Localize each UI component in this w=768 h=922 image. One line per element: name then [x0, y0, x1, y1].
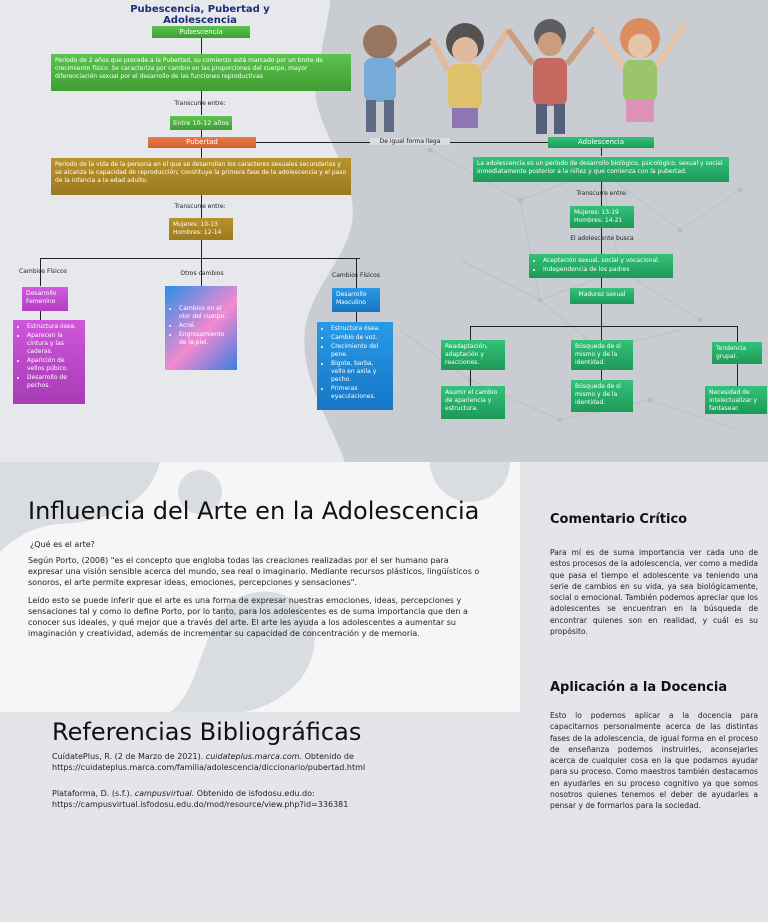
otros-item: Acné. [179, 322, 233, 330]
branch-3-top: Tendencia grupal. [712, 342, 762, 364]
goal-item: Aceptación sexual, social y vocacional. [543, 257, 669, 265]
adolescencia-age-women: Mujeres: 13-19 [574, 209, 619, 216]
pubescencia-age: Entre 10-12 años [170, 116, 232, 130]
branch-2-top: Búsqueda de sí mismo y de la identidad. [571, 340, 633, 370]
branch-2-bottom: Búsqueda de sí mismo y de la identidad. [571, 380, 633, 412]
referencia-2: Plataforma, D. (s.f.). campusvirtual. Ob… [52, 788, 472, 810]
femenino-item: Aparición de vellos púbico. [27, 357, 81, 373]
adolescencia-label: Adolescencia [548, 137, 654, 148]
branch-1-top: Readaptación, adaptación y reacciones. [441, 340, 505, 370]
referencia-1-author: CuídatePlus, R. (2 de Marzo de 2021). [52, 752, 206, 761]
pubertad-ages: Mujeres: 10-13 Hombres: 12-14 [169, 218, 233, 240]
femenino-item: Estructura ósea. [27, 323, 81, 331]
femenino-item: Aparecen la cintura y las caderas. [27, 332, 81, 356]
influencia-paragraph-1: Según Porto, (2008) "es el concepto que … [28, 556, 480, 587]
masculino-item: Primeras eyaculaciones. [331, 385, 389, 401]
referencia-2-author: Plataforma, D. (s.f.). [52, 789, 135, 798]
otros-item: Cambios en el olor del cuerpo. [179, 305, 233, 321]
connector-label: De igual forma llega [370, 138, 450, 145]
influencia-title: Influencia del Arte en la Adolescencia [28, 497, 480, 525]
mindmap-title: Pubescencia, Pubertad y Adolescencia [130, 4, 270, 26]
masculino-list: Estructura ósea.Cambio de voz.Crecimient… [317, 322, 393, 410]
referencia-1-site: cuidateplus.marca.com [205, 752, 300, 761]
femenino-title: Desarrollo Femenino [22, 287, 68, 311]
pubescencia-description: Período de 2 años que precede a la Puber… [51, 54, 351, 91]
adolescencia-age-men: Hombres: 14-21 [574, 217, 623, 224]
adolescencia-busca: El adolescente busca [570, 235, 634, 242]
femenino-item: Desarrollo de pechos. [27, 374, 81, 390]
comentario-text: Para mí es de suma importancia ver cada … [550, 548, 758, 637]
masculino-item: Estructura ósea. [331, 325, 389, 333]
referencia-1: CuídatePlus, R. (2 de Marzo de 2021). cu… [52, 751, 472, 773]
masculino-item: Bigote, barba, vello en axila y pecho. [331, 360, 389, 384]
adolescencia-ages: Mujeres: 13-19 Hombres: 14-21 [570, 206, 634, 228]
referencia-1-link[interactable]: . Obtenido de https://cuidateplus.marca.… [52, 752, 366, 772]
influencia-background [0, 462, 520, 712]
branch-3-bottom: Necesidad de intelectualizar y fantasear… [705, 386, 767, 414]
masculino-item: Cambio de voz. [331, 334, 389, 342]
pubertad-age-men: Hombres: 12-14 [173, 229, 222, 236]
branch-1-bottom: Asumir el cambio de apariencia y estruct… [441, 386, 505, 419]
femenino-list: Estructura ósea.Aparecen la cintura y la… [13, 320, 85, 404]
referencias-title: Referencias Bibliográficas [52, 718, 362, 746]
side-panel [520, 462, 768, 922]
pubertad-transcurre: Transcurre entre: [174, 203, 226, 210]
masculino-header: Cambios Físicos [332, 272, 380, 279]
referencias-panel [0, 712, 520, 922]
adolescencia-transcurre: Transcurre entre: [576, 190, 628, 197]
comentario-heading: Comentario Crítico [550, 512, 688, 527]
aplicacion-heading: Aplicación a la Docencia [550, 680, 728, 695]
influencia-question: ¿Qué es el arte? [30, 540, 95, 549]
referencia-2-site: campusvirtual. [134, 789, 195, 798]
otros-list: Cambios en el olor del cuerpo.Acné.Engro… [165, 286, 237, 370]
comentario-title: Comentario Crítico [550, 512, 750, 527]
madurez-sexual: Madurez sexual [570, 288, 634, 304]
adolescencia-description: La adolescencia es un período de desarro… [473, 157, 729, 182]
goal-item: Independencia de los padres [543, 266, 669, 274]
pubertad-age-women: Mujeres: 10-13 [173, 221, 218, 228]
pubescencia-transcurre: Transcurre entre: [174, 100, 226, 107]
aplicacion-text: Esto lo podemos aplicar a la docencia pa… [550, 711, 758, 811]
kids-illustration [363, 18, 688, 134]
femenino-header: Cambios Físicos [19, 268, 67, 275]
masculino-item: Crecimiento del pene. [331, 343, 389, 359]
adolescencia-goals: Aceptación sexual, social y vocacional.I… [529, 254, 673, 278]
otros-item: Engrosamiento de la piel. [179, 331, 233, 347]
pubertad-description: Período de la vida de la persona en el q… [51, 158, 351, 195]
pubescencia-label: Pubescencia [152, 26, 250, 38]
influencia-paragraph-2: Leído esto se puede inferir que el arte … [28, 596, 468, 638]
masculino-title: Desarrollo Masculino [332, 288, 380, 312]
referencia-2-link[interactable]: Obtenido de isfodosu.edu.do: https://cam… [52, 789, 349, 809]
aplicacion-title: Aplicación a la Docencia [550, 680, 760, 695]
otros-header: Otros cambios [180, 270, 224, 277]
pubertad-label: Pubertad [148, 137, 256, 148]
